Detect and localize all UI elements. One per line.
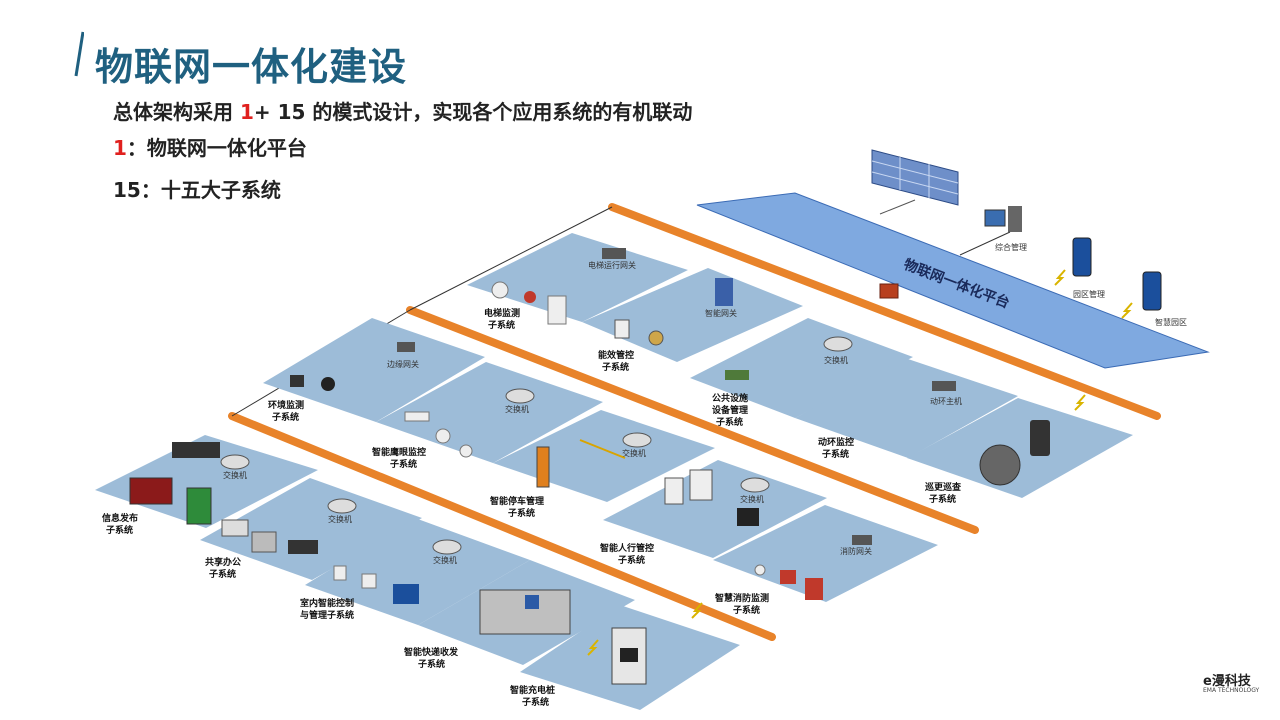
switch-icon bbox=[506, 389, 534, 403]
subsystem-label: 子系统 bbox=[733, 604, 760, 616]
brand-subtitle: EMA TECHNOLOGY bbox=[1203, 687, 1278, 694]
platform-node-label: 园区管理 bbox=[1073, 289, 1105, 299]
subsystem-label: 子系统 bbox=[508, 507, 535, 519]
subsystem-label: 智慧消防监测 bbox=[715, 592, 769, 604]
device-label: 交换机 bbox=[328, 514, 352, 524]
gateway-icon bbox=[397, 342, 415, 352]
wireless-icon bbox=[1055, 270, 1065, 285]
device-label: 交换机 bbox=[622, 448, 646, 458]
subsystem-label: 能效管控 bbox=[598, 349, 634, 361]
device-label: 交换机 bbox=[824, 355, 848, 365]
charging-pile-icon bbox=[612, 628, 646, 684]
subsystem-label: 子系统 bbox=[522, 696, 549, 708]
subsystem-label: 子系统 bbox=[716, 416, 743, 428]
subsystem-label: 子系统 bbox=[488, 319, 515, 331]
device-label: 交换机 bbox=[433, 555, 457, 565]
subsystem-label: 环境监测 bbox=[268, 399, 304, 411]
subsystem-label: 智能停车管理 bbox=[490, 495, 544, 507]
switch-icon bbox=[221, 455, 249, 469]
subsystem-label: 子系统 bbox=[272, 411, 299, 423]
platform-node-label: 智慧园区 bbox=[1155, 317, 1187, 327]
gateway-icon bbox=[852, 535, 872, 545]
wireless-icon bbox=[1122, 303, 1132, 318]
subsystem-label: 公共设施 bbox=[712, 392, 748, 404]
device-label: 消防网关 bbox=[840, 546, 872, 556]
firewall-icon bbox=[880, 284, 898, 298]
parcel-locker-icon bbox=[480, 590, 570, 634]
subsystem-label: 巡更巡查 bbox=[925, 481, 962, 493]
computer-icon bbox=[985, 206, 1022, 232]
subsystem-label: 子系统 bbox=[418, 658, 445, 670]
subsystem-label: 智能人行管控 bbox=[600, 542, 654, 554]
subsystem-label: 动环监控 bbox=[818, 436, 854, 448]
host-icon bbox=[932, 381, 956, 391]
switch-icon bbox=[328, 499, 356, 513]
subsystem-label: 室内智能控制 bbox=[300, 597, 354, 609]
subsystem-label: 信息发布 bbox=[102, 512, 138, 524]
facility-icon bbox=[725, 370, 749, 380]
wireless-icon bbox=[1075, 395, 1085, 410]
subsystem-label: 共享办公 bbox=[205, 556, 241, 568]
video-wall-icon bbox=[872, 150, 958, 214]
subsystem-label: 子系统 bbox=[602, 361, 629, 373]
subsystem-label: 子系统 bbox=[209, 568, 236, 580]
switch-icon bbox=[433, 540, 461, 554]
switch-icon bbox=[824, 337, 852, 351]
device-label: 交换机 bbox=[505, 404, 529, 414]
subsystem-label: 子系统 bbox=[929, 493, 956, 505]
subsystem-label: 子系统 bbox=[106, 524, 133, 536]
device-label: 交换机 bbox=[740, 494, 764, 504]
device-label: 智能网关 bbox=[705, 308, 737, 318]
platform-node-label: 综合管理 bbox=[995, 242, 1027, 252]
device-label: 动环主机 bbox=[930, 396, 962, 406]
subsystem-label: 子系统 bbox=[822, 448, 849, 460]
subsystem-label: 子系统 bbox=[618, 554, 645, 566]
device-label: 电梯运行网关 bbox=[588, 260, 636, 270]
subsystem-label: 子系统 bbox=[390, 458, 417, 470]
phone-icon bbox=[1073, 238, 1091, 276]
subsystem-label: 电梯监测 bbox=[484, 307, 520, 319]
subsystem-label: 与管理子系统 bbox=[300, 609, 354, 621]
switch-icon bbox=[623, 433, 651, 447]
switch-icon bbox=[741, 478, 769, 492]
subsystem-label: 智能充电桩 bbox=[510, 684, 555, 696]
gateway-icon bbox=[715, 278, 733, 306]
gateway-icon bbox=[602, 248, 626, 259]
phone-icon bbox=[1143, 272, 1161, 310]
device-label: 交换机 bbox=[223, 470, 247, 480]
subsystem-label: 智能快递收发 bbox=[404, 646, 459, 658]
subsystem-label: 智能鹰眼监控 bbox=[372, 446, 426, 458]
device-label: 边缘网关 bbox=[387, 359, 419, 369]
subsystem-label: 设备管理 bbox=[712, 404, 748, 416]
